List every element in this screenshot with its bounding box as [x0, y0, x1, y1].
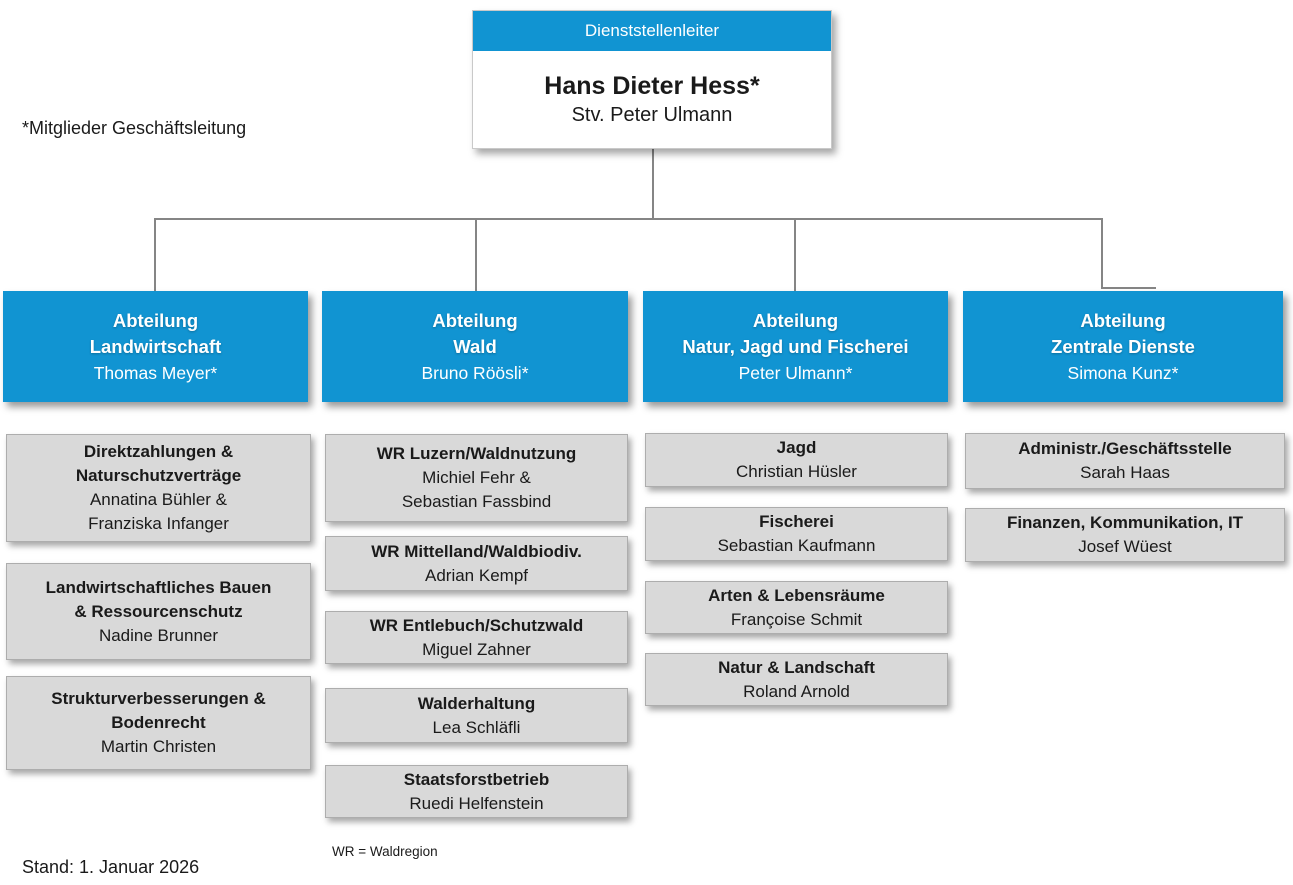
unit-staff: Nadine Brunner: [98, 625, 219, 645]
unit-box-administr-geschaeftsstelle: Administr./Geschäftsstelle Sarah Haas: [965, 433, 1285, 489]
unit-title: Jagd: [776, 438, 817, 457]
unit-title: WR Mittelland/Waldbiodiv.: [371, 541, 582, 561]
dept-box-natur-jagd-fischerei: Abteilung Natur, Jagd und Fischerei Pete…: [643, 291, 948, 402]
unit-title: Landwirtschaftliches Bauen & Ressourcens…: [45, 577, 272, 621]
unit-box-landwirtschaftliches-bauen: Landwirtschaftliches Bauen & Ressourcens…: [6, 563, 311, 660]
unit-staff: Christian Hüsler: [736, 462, 857, 481]
dept-title: Abteilung Landwirtschaft: [89, 309, 222, 357]
dept-head-name: Simona Kunz*: [1067, 362, 1179, 383]
unit-title: Direktzahlungen & Naturschutzverträge: [75, 442, 242, 485]
connector-drop-wald: [475, 218, 477, 292]
unit-staff: Sarah Haas: [1080, 463, 1170, 482]
root-box-dienststellenleiter: Dienststellenleiter Hans Dieter Hess* St…: [472, 10, 832, 149]
root-role-header: Dienststellenleiter: [473, 11, 831, 51]
unit-box-wr-entlebuch-schutzwald: WR Entlebuch/Schutzwald Miguel Zahner: [325, 611, 628, 664]
unit-title: WR Entlebuch/Schutzwald: [369, 615, 584, 635]
unit-box-finanzen-kommunikation-it: Finanzen, Kommunikation, IT Josef Wüest: [965, 508, 1285, 562]
unit-staff: Michiel Fehr & Sebastian Fassbind: [401, 468, 552, 511]
unit-staff: Annatina Bühler & Franziska Infanger: [88, 490, 229, 533]
unit-staff: Martin Christen: [100, 737, 217, 756]
unit-box-walderhaltung: Walderhaltung Lea Schläfli: [325, 688, 628, 743]
unit-staff: Françoise Schmit: [730, 609, 863, 629]
unit-title: WR Luzern/Waldnutzung: [376, 444, 577, 463]
unit-box-arten-lebensraeume: Arten & Lebensräume Françoise Schmit: [645, 581, 948, 634]
connector-root-vertical: [652, 148, 654, 219]
unit-staff: Josef Wüest: [1078, 537, 1172, 556]
connector-jog-zentrale-dienste: [1101, 287, 1156, 289]
unit-box-wr-mittelland-waldbiodiv: WR Mittelland/Waldbiodiv. Adrian Kempf: [325, 536, 628, 591]
unit-box-wr-luzern-waldnutzung: WR Luzern/Waldnutzung Michiel Fehr & Seb…: [325, 434, 628, 522]
unit-box-staatsforstbetrieb: Staatsforstbetrieb Ruedi Helfenstein: [325, 765, 628, 818]
dept-head-name: Bruno Röösli*: [421, 362, 529, 383]
unit-title: Arten & Lebensräume: [708, 585, 885, 605]
unit-title: Administr./Geschäftsstelle: [1018, 439, 1232, 458]
unit-box-natur-landschaft: Natur & Landschaft Roland Arnold: [645, 653, 948, 706]
unit-staff: Adrian Kempf: [425, 565, 528, 585]
root-leader-name: Hans Dieter Hess*: [544, 71, 760, 100]
unit-title: Staatsforstbetrieb: [403, 769, 550, 789]
unit-title: Fischerei: [759, 512, 834, 531]
dept-box-zentrale-dienste: Abteilung Zentrale Dienste Simona Kunz*: [963, 291, 1283, 402]
dept-head-name: Thomas Meyer*: [93, 362, 218, 383]
unit-title: Natur & Landschaft: [718, 657, 875, 677]
wr-legend: WR = Waldregion: [332, 844, 438, 859]
unit-box-fischerei: Fischerei Sebastian Kaufmann: [645, 507, 948, 561]
unit-staff: Miguel Zahner: [422, 639, 531, 659]
connector-drop-zentrale-dienste: [1101, 218, 1103, 289]
members-note: *Mitglieder Geschäftsleitung: [22, 118, 247, 138]
unit-box-direktzahlungen-naturschutzvertraege: Direktzahlungen & Naturschutzverträge An…: [6, 434, 311, 542]
unit-title: Walderhaltung: [417, 693, 536, 713]
unit-staff: Sebastian Kaufmann: [717, 536, 876, 555]
dept-title: Abteilung Wald: [432, 309, 518, 357]
status-date: Stand: 1. Januar 2026: [22, 857, 200, 877]
unit-box-strukturverbesserungen-bodenrecht: Strukturverbesserungen & Bodenrecht Mart…: [6, 676, 311, 770]
dept-box-wald: Abteilung Wald Bruno Röösli*: [322, 291, 628, 402]
connector-drop-natur-jagd-fischerei: [794, 218, 796, 292]
dept-title: Abteilung Natur, Jagd und Fischerei: [682, 309, 909, 357]
unit-staff: Lea Schläfli: [432, 717, 521, 737]
connector-drop-landwirtschaft: [154, 218, 156, 292]
dept-box-landwirtschaft: Abteilung Landwirtschaft Thomas Meyer*: [3, 291, 308, 402]
dept-title: Abteilung Zentrale Dienste: [1051, 309, 1195, 357]
unit-title: Strukturverbesserungen & Bodenrecht: [51, 689, 266, 732]
root-body: Hans Dieter Hess* Stv. Peter Ulmann: [473, 51, 831, 148]
unit-staff: Ruedi Helfenstein: [409, 793, 544, 813]
dept-head-name: Peter Ulmann*: [738, 362, 853, 383]
connector-trunk-horizontal: [154, 218, 1103, 220]
unit-box-jagd: Jagd Christian Hüsler: [645, 433, 948, 487]
unit-title: Finanzen, Kommunikation, IT: [1006, 513, 1244, 532]
unit-staff: Roland Arnold: [743, 681, 850, 701]
root-deputy-name: Stv. Peter Ulmann: [571, 103, 733, 126]
